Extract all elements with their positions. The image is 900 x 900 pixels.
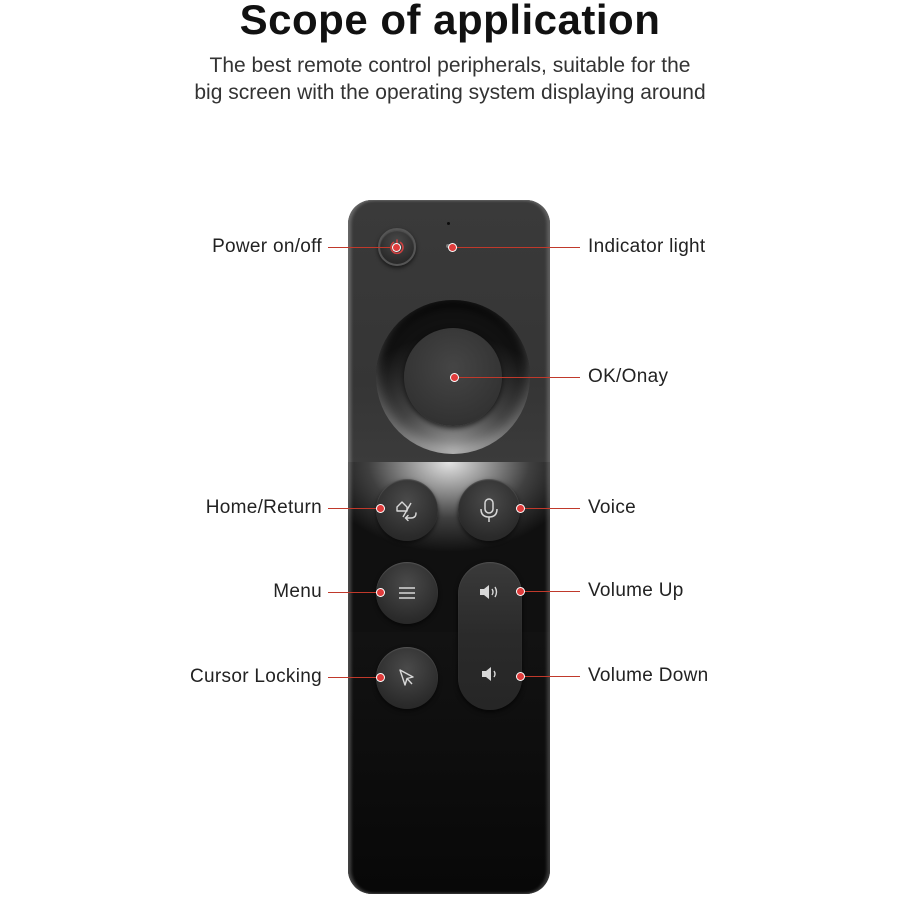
- volume-rocker[interactable]: [458, 562, 522, 710]
- menu-button[interactable]: [376, 562, 438, 624]
- callout-dot-volume-up: [517, 588, 524, 595]
- callout-line-home: [328, 508, 380, 509]
- callout-line-cursor: [328, 677, 380, 678]
- callout-line-indicator: [452, 247, 580, 248]
- voice-button[interactable]: [458, 479, 520, 541]
- label-volume-down: Volume Down: [588, 665, 709, 686]
- label-indicator: Indicator light: [588, 236, 706, 257]
- microphone-hole: [447, 222, 450, 225]
- label-home-return: Home/Return: [205, 497, 322, 518]
- label-ok: OK/Onay: [588, 366, 669, 387]
- callout-dot-power: [393, 244, 400, 251]
- label-power: Power on/off: [212, 236, 322, 257]
- home-return-button[interactable]: [376, 479, 438, 541]
- callout-line-volume-down: [520, 676, 580, 677]
- callout-line-menu: [328, 592, 380, 593]
- subtitle-line-1: The best remote control peripherals, sui…: [209, 54, 691, 77]
- volume-up-icon[interactable]: [458, 582, 522, 607]
- callout-dot-volume-down: [517, 673, 524, 680]
- callout-line-power: [328, 247, 396, 248]
- page-title: Scope of application: [239, 0, 661, 43]
- microphone-icon: [480, 498, 498, 522]
- callout-line-ok: [454, 377, 580, 378]
- callout-dot-voice: [517, 505, 524, 512]
- label-volume-up: Volume Up: [588, 580, 684, 601]
- callout-dot-menu: [377, 589, 384, 596]
- label-menu: Menu: [273, 581, 322, 602]
- callout-dot-indicator: [449, 244, 456, 251]
- callout-dot-cursor: [377, 674, 384, 681]
- page-subtitle: The best remote control peripherals, sui…: [0, 52, 900, 106]
- label-voice: Voice: [588, 497, 636, 518]
- home-return-icon: [396, 501, 417, 522]
- callout-line-volume-up: [520, 591, 580, 592]
- cursor-locking-button[interactable]: [376, 647, 438, 709]
- menu-lines-icon: [399, 587, 415, 599]
- callout-line-voice: [520, 508, 580, 509]
- callout-dot-ok: [451, 374, 458, 381]
- subtitle-line-2: big screen with the operating system dis…: [194, 81, 706, 104]
- volume-down-icon[interactable]: [458, 664, 522, 689]
- cursor-arrow-icon: [399, 669, 414, 686]
- callout-dot-home: [377, 505, 384, 512]
- label-cursor-locking: Cursor Locking: [190, 666, 322, 687]
